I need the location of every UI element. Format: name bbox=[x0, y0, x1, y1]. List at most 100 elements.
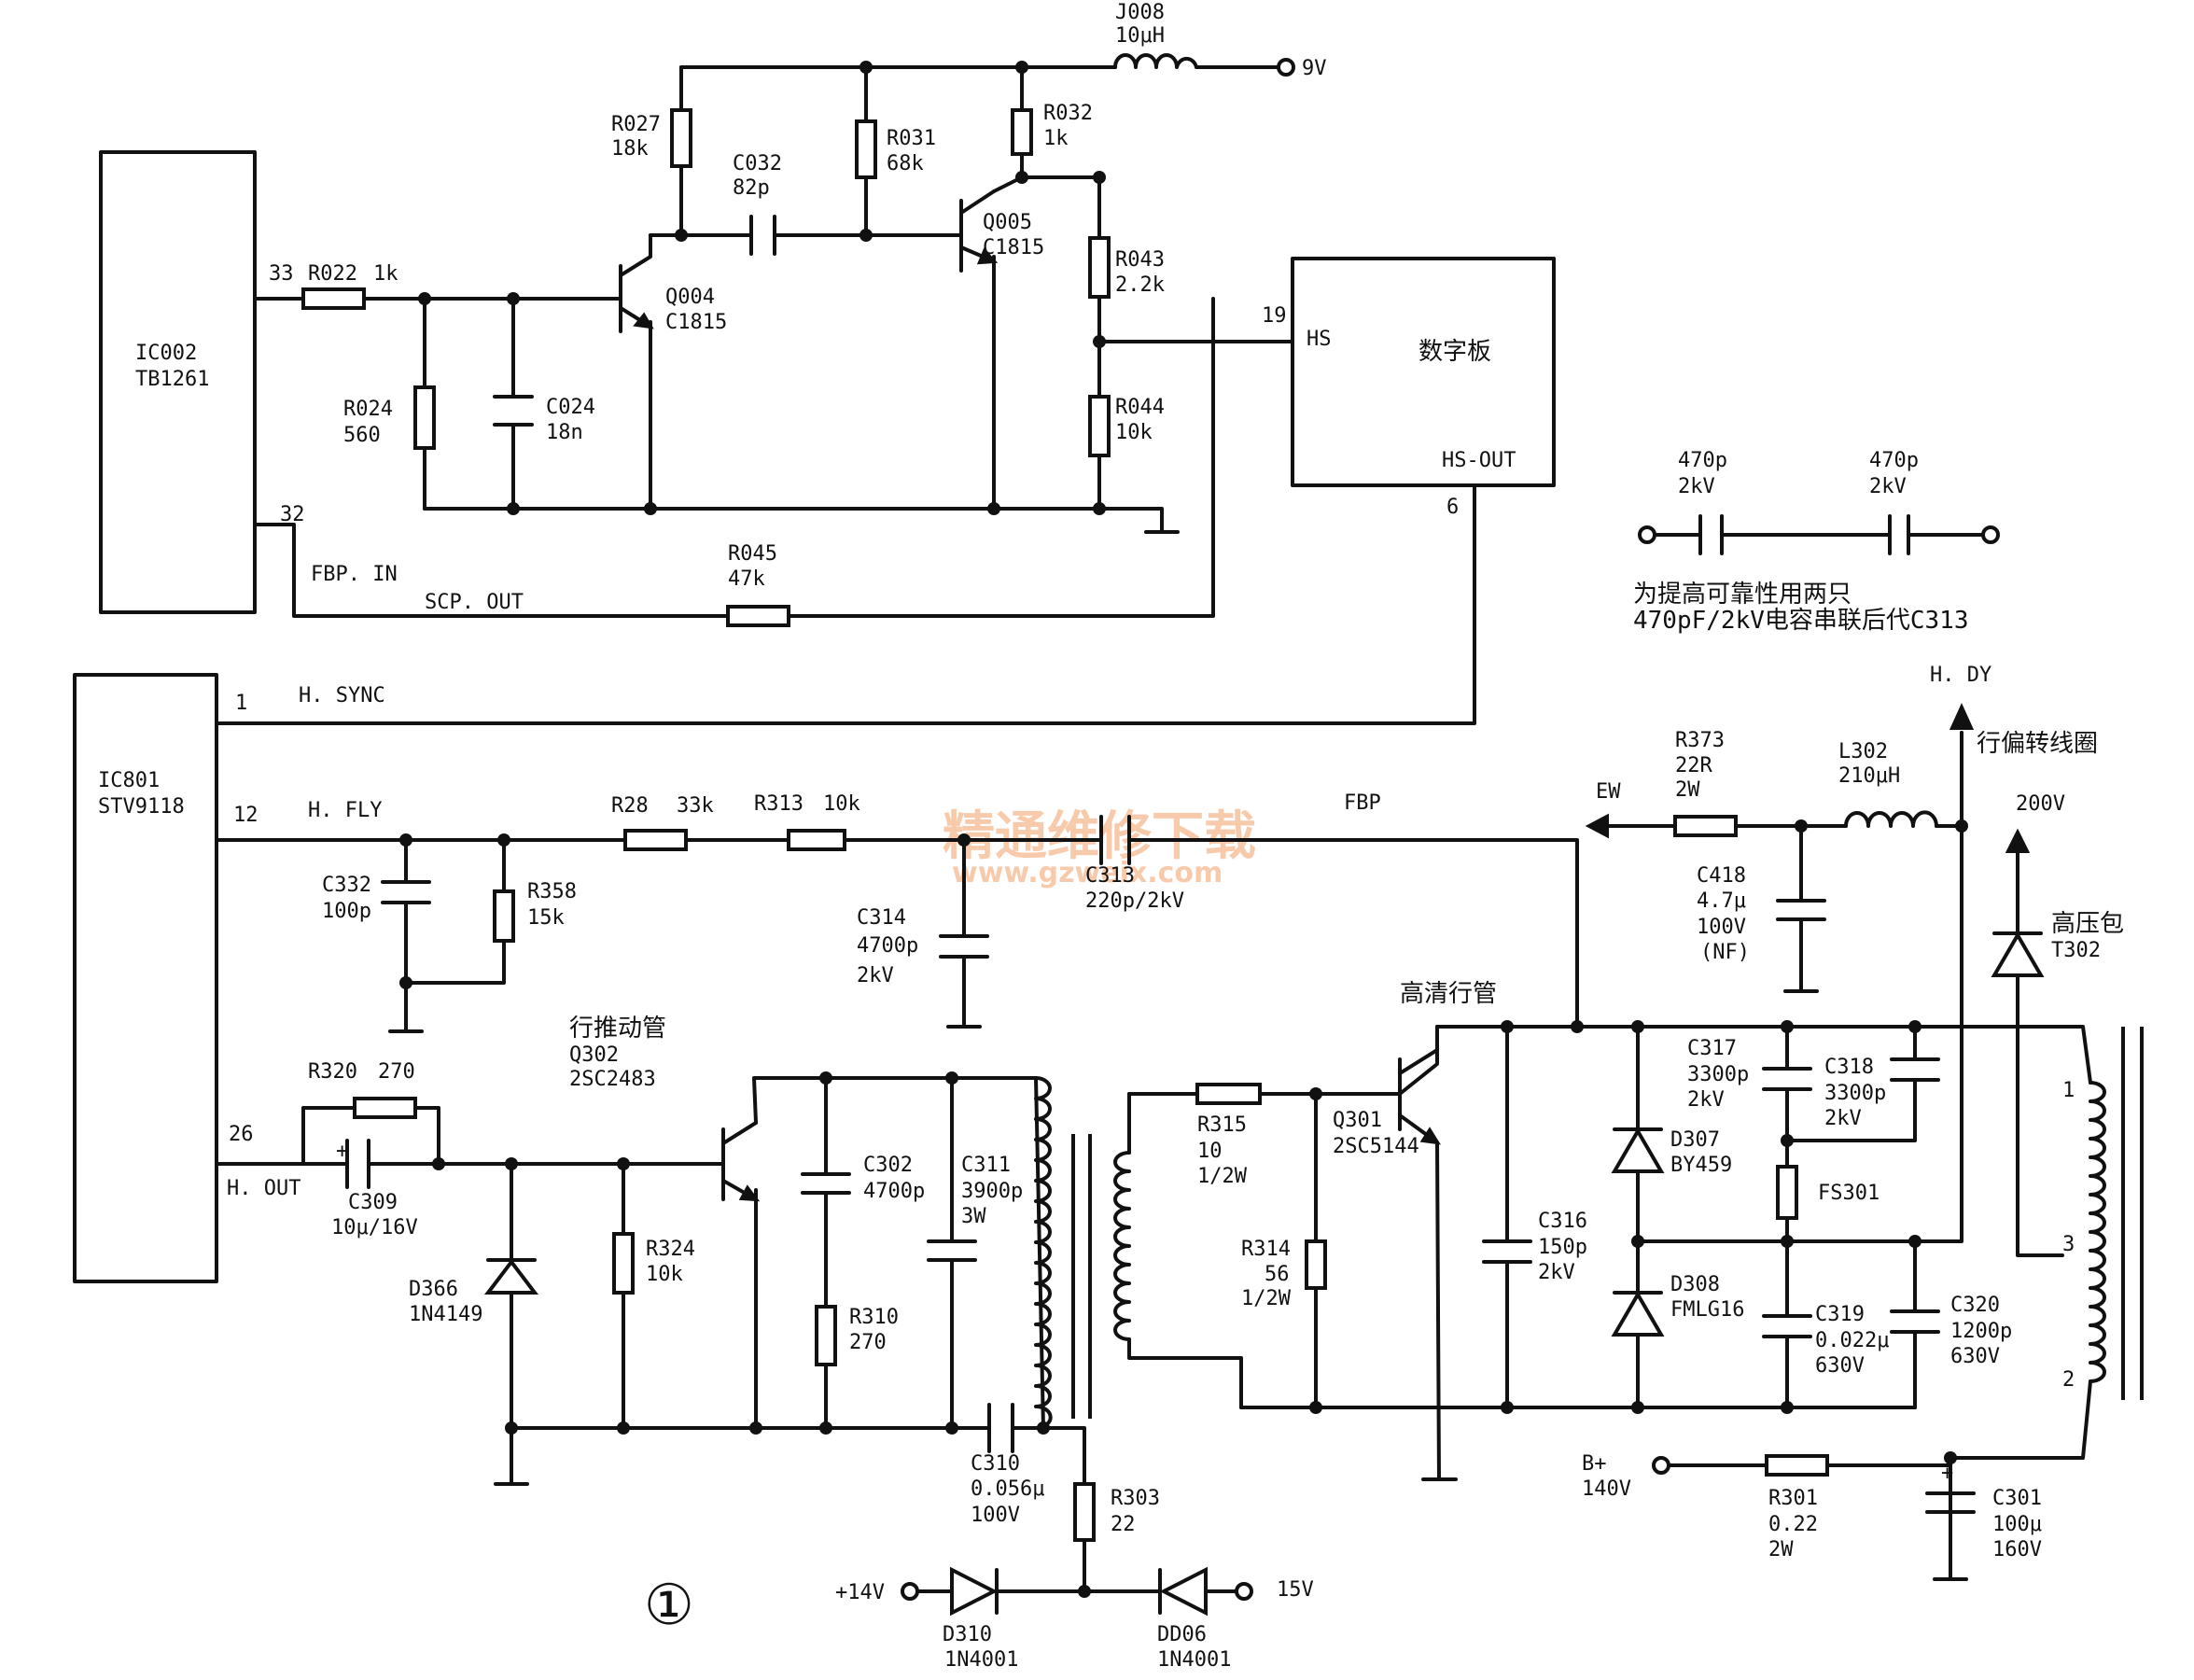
r022-value: 1k bbox=[373, 262, 398, 286]
l302-value: 210μH bbox=[1838, 764, 1900, 788]
junction bbox=[1781, 1401, 1794, 1414]
r314-value: 56 bbox=[1265, 1263, 1290, 1286]
substitution-note: 470p 2kV 470p 2kV 为提高可靠性用两只 470pF/2kV电容串… bbox=[1633, 449, 1969, 635]
driver-transformer-secondary bbox=[1113, 1151, 1131, 1341]
wire-ground-rail-top bbox=[423, 507, 1180, 534]
c313-ref: C313 bbox=[1085, 864, 1135, 888]
c311-value: 3900p bbox=[961, 1180, 1023, 1203]
junction bbox=[1093, 502, 1106, 515]
capacitor-c418 bbox=[1776, 899, 1826, 921]
c309-value: 10μ/16V bbox=[331, 1216, 418, 1239]
r024-value: 560 bbox=[343, 424, 381, 447]
junction bbox=[675, 229, 688, 242]
r301-rating: 2W bbox=[1768, 1538, 1794, 1561]
r032-ref: R032 bbox=[1043, 102, 1093, 125]
r373-ref: R373 bbox=[1675, 729, 1725, 752]
resistor-r358 bbox=[493, 889, 515, 943]
capacitors: + + bbox=[336, 215, 1976, 1514]
ew-label: EW bbox=[1596, 780, 1621, 804]
r303-value: 22 bbox=[1111, 1513, 1136, 1536]
junction bbox=[617, 1421, 630, 1435]
inductor-j008 bbox=[1113, 53, 1198, 69]
terminal-9v bbox=[1277, 58, 1295, 77]
resistor-r303 bbox=[1073, 1482, 1096, 1542]
t302-ref: T302 bbox=[2051, 939, 2101, 962]
d310-part: 1N4001 bbox=[944, 1648, 1018, 1672]
capacitor-c313 bbox=[1099, 815, 1131, 865]
r022-ref: R022 bbox=[308, 262, 357, 286]
r031-value: 68k bbox=[887, 152, 924, 175]
junction bbox=[1501, 1020, 1514, 1033]
c314-rating: 2kV bbox=[857, 964, 894, 987]
junction bbox=[1631, 1020, 1644, 1033]
note-cap1-value: 470p bbox=[1678, 449, 1727, 472]
ic002-body bbox=[99, 150, 257, 614]
junction bbox=[1309, 1087, 1322, 1100]
diode-d310 bbox=[950, 1566, 999, 1617]
capacitor-c302 bbox=[801, 1172, 851, 1195]
c311-ref: C311 bbox=[961, 1154, 1011, 1177]
diodes bbox=[483, 931, 2045, 1617]
note-cap1-rating: 2kV bbox=[1678, 475, 1715, 498]
r315-rating: 1/2W bbox=[1197, 1165, 1248, 1188]
c301-plus-sign: + bbox=[1941, 1462, 1953, 1485]
c310-value: 0.056μ bbox=[971, 1477, 1044, 1501]
c032-value: 82p bbox=[733, 176, 770, 200]
d366-part: 1N4149 bbox=[409, 1303, 482, 1326]
wire-mid-rail bbox=[1636, 731, 1963, 1243]
junction bbox=[819, 1071, 832, 1085]
resistor-r324 bbox=[612, 1232, 635, 1295]
figure-number: ① bbox=[644, 1573, 694, 1638]
r314-rating: 1/2W bbox=[1241, 1287, 1292, 1310]
diode-d366 bbox=[483, 1258, 539, 1295]
transistor-q301 bbox=[1398, 1048, 1441, 1145]
c301-rating: 160V bbox=[1992, 1538, 2042, 1561]
j008-value: 10μH bbox=[1115, 24, 1165, 48]
junction bbox=[1631, 1401, 1644, 1414]
capacitor-c032 bbox=[749, 215, 776, 256]
hs-out-pin-label: HS-OUT bbox=[1442, 449, 1516, 472]
note-cap2-rating: 2kV bbox=[1869, 475, 1907, 498]
r044-ref: R044 bbox=[1115, 396, 1165, 419]
q004-part: C1815 bbox=[665, 311, 727, 334]
junction bbox=[1781, 1134, 1794, 1147]
c317-value: 3300p bbox=[1687, 1063, 1749, 1086]
junction bbox=[1944, 1451, 1957, 1464]
h-fly-label: H. FLY bbox=[308, 799, 382, 822]
ic002-block: IC002 TB1261 33 32 FBP. IN SCP. OUT bbox=[99, 150, 524, 614]
junction bbox=[1309, 1401, 1322, 1414]
resistor-r314 bbox=[1305, 1239, 1327, 1290]
junction bbox=[1955, 819, 1968, 833]
junction bbox=[1781, 1020, 1794, 1033]
q302-ref: Q302 bbox=[569, 1043, 619, 1067]
junction bbox=[399, 833, 412, 847]
c311-rating: 3W bbox=[961, 1205, 986, 1228]
ew-arrow-icon bbox=[1585, 813, 1609, 839]
junction bbox=[1501, 1401, 1514, 1414]
d308-part: FMLG16 bbox=[1670, 1298, 1744, 1322]
diode-dd06 bbox=[1158, 1566, 1208, 1617]
watermark-url: www.gzweix.com bbox=[952, 857, 1223, 889]
c024-ref: C024 bbox=[546, 396, 595, 419]
r358-ref: R358 bbox=[527, 880, 577, 903]
junction bbox=[399, 976, 412, 989]
ic002-ref: IC002 bbox=[135, 342, 197, 365]
note-cap2-value: 470p bbox=[1869, 449, 1919, 472]
hs-pin-label: HS bbox=[1307, 328, 1332, 351]
c418-ref: C418 bbox=[1697, 864, 1746, 888]
resistor-r024 bbox=[413, 385, 436, 450]
component-labels: R022 1k R024 560 C024 18n R027 18k C032 … bbox=[308, 1, 2124, 1672]
c318-rating: 2kV bbox=[1824, 1107, 1862, 1130]
r314-ref: R314 bbox=[1241, 1238, 1291, 1261]
capacitor-note2 bbox=[1888, 514, 1910, 555]
t302-desc: 高压包 bbox=[2051, 910, 2124, 938]
c314-ref: C314 bbox=[857, 906, 906, 930]
grounds bbox=[388, 989, 1968, 1581]
ic002-scp-out-label: SCP. OUT bbox=[425, 591, 524, 614]
q004-ref: Q004 bbox=[665, 286, 715, 309]
r324-ref: R324 bbox=[646, 1238, 695, 1261]
resistor-r022 bbox=[301, 287, 366, 310]
d307-part: BY459 bbox=[1670, 1154, 1732, 1177]
d308-ref: D308 bbox=[1670, 1273, 1720, 1296]
